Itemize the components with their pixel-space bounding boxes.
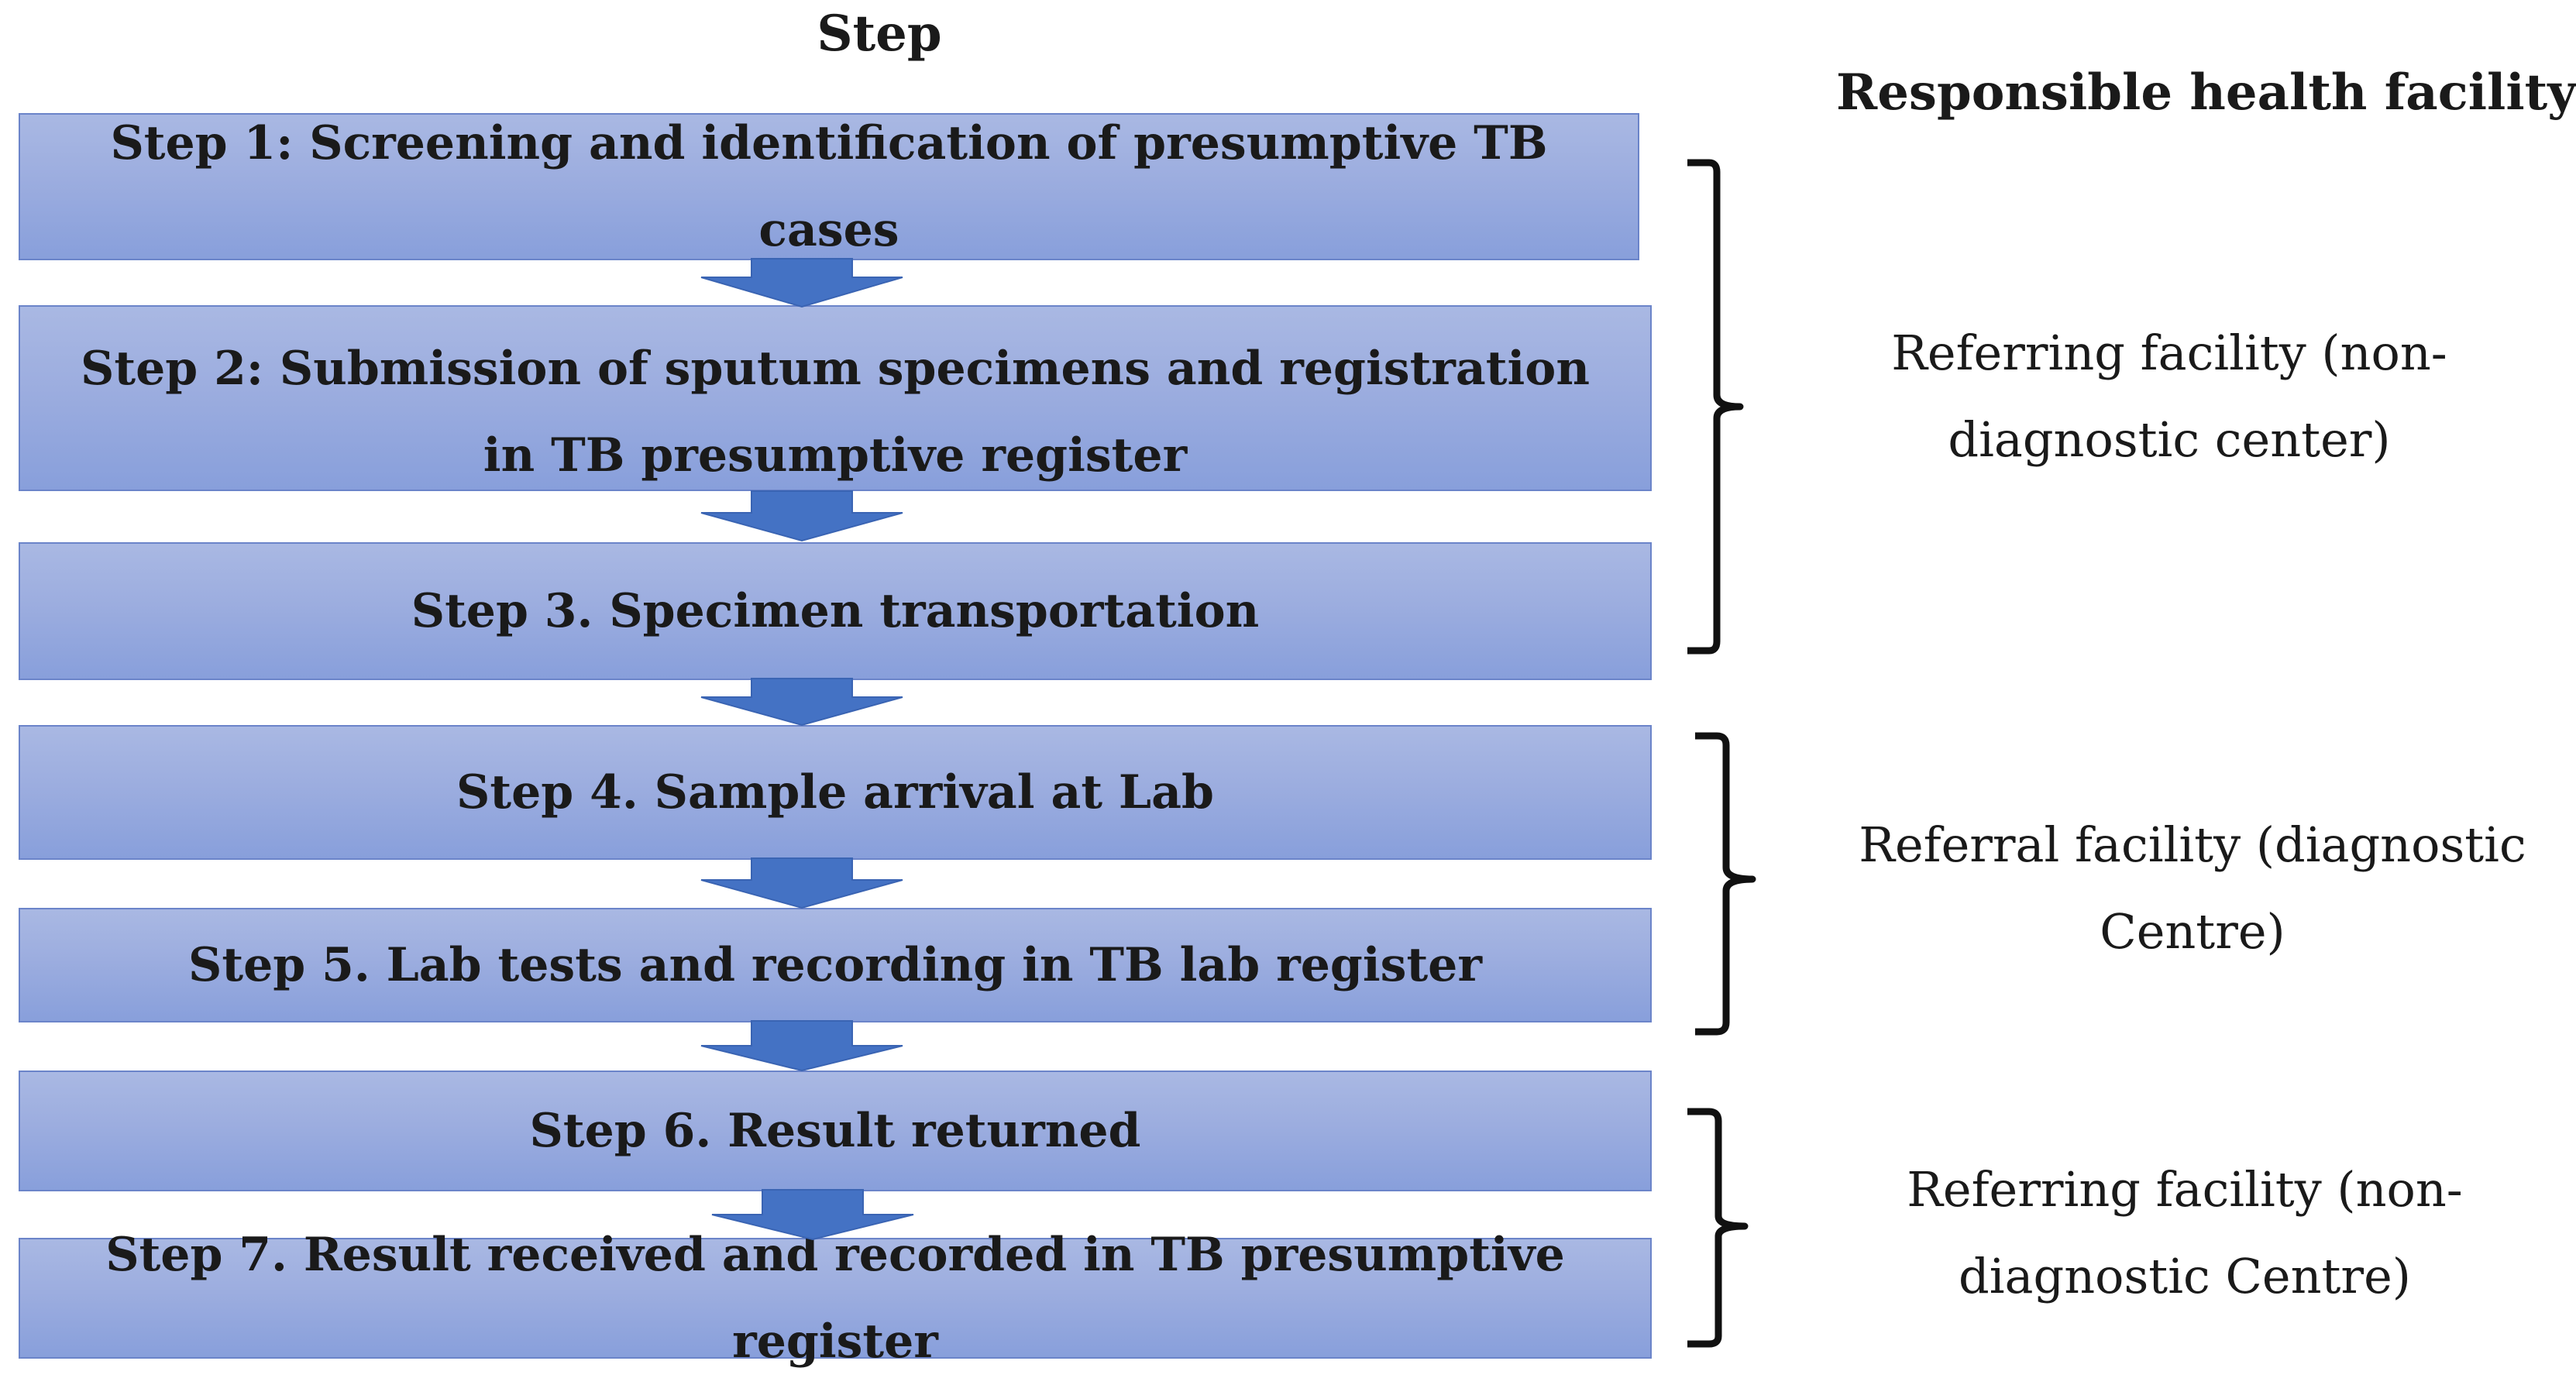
down-arrow-icon — [700, 258, 903, 308]
step-1-label: Step 1: Screening and identification of … — [110, 116, 1548, 257]
step-4-label: Step 4. Sample arrival at Lab — [456, 765, 1214, 820]
facility-label-referring-1: Referring facility (non-diagnostic cente… — [1891, 325, 2447, 468]
step-3-box: Step 3. Specimen transportation — [19, 542, 1652, 680]
step-4-box: Step 4. Sample arrival at Lab — [19, 725, 1652, 860]
down-arrow-icon — [700, 490, 903, 542]
group-2-brace — [1695, 732, 1756, 1036]
group-3-brace — [1687, 1108, 1749, 1348]
step-2-box: Step 2: Submission of sputum specimens a… — [19, 305, 1652, 491]
down-arrow-icon — [700, 678, 903, 727]
step-3-label: Step 3. Specimen transportation — [411, 584, 1260, 638]
step-1-box: Step 1: Screening and identification of … — [19, 113, 1639, 260]
step-column-header: Step — [817, 5, 942, 63]
facility-column-header: Responsible health facility — [1836, 64, 2576, 122]
group-1-brace — [1687, 159, 1744, 655]
facility-label-referring-2: Referring facility (non-diagnostic Centr… — [1907, 1161, 2463, 1304]
step-7-box: Step 7. Result received and recorded in … — [19, 1228, 1652, 1369]
step-7-label: Step 7. Result received and recorded in … — [105, 1228, 1565, 1369]
step-6-label: Step 6. Result returned — [529, 1104, 1141, 1158]
down-arrow-icon — [700, 857, 903, 909]
step-6-box: Step 6. Result returned — [19, 1071, 1652, 1191]
step-5-box: Step 5. Lab tests and recording in TB la… — [19, 908, 1652, 1022]
down-arrow-icon — [700, 1020, 903, 1072]
down-arrow-icon — [711, 1189, 914, 1241]
step-2-label: Step 2: Submission of sputum specimens a… — [81, 342, 1590, 483]
facility-label-referral: Referral facility (diagnostic Centre) — [1859, 816, 2526, 960]
step-5-label: Step 5. Lab tests and recording in TB la… — [188, 938, 1482, 992]
